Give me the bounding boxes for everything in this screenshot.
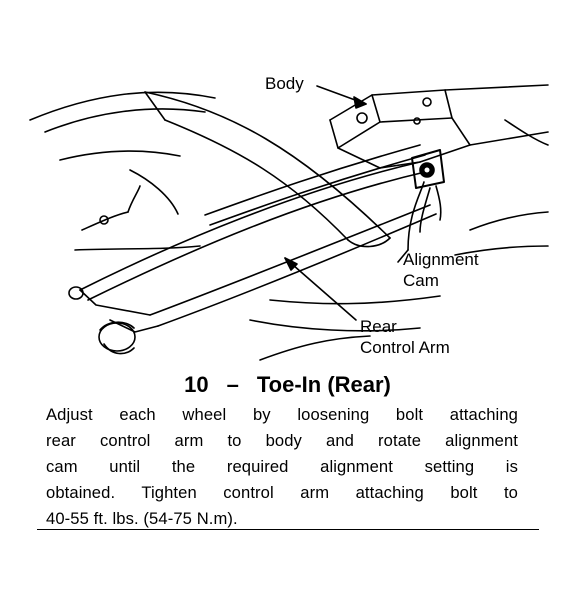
callout-alignment-cam-line1: Alignment	[403, 250, 479, 269]
callout-rear-control-arm-line2: Control Arm	[360, 338, 450, 357]
caption-line-4: obtained. Tighten control arm attaching …	[46, 483, 518, 502]
callout-alignment-cam: Alignment Cam	[403, 249, 479, 291]
rear-control-arm-shape	[79, 161, 437, 333]
bottom-divider	[37, 529, 539, 530]
figure-title: 10–Toe-In (Rear)	[0, 371, 575, 399]
callout-rear-control-arm: Rear Control Arm	[360, 316, 450, 358]
upper-rod	[144, 91, 391, 248]
caption-line-1: Adjust each wheel by loosening bolt atta…	[46, 405, 518, 424]
figure-dash: –	[226, 372, 239, 397]
suspension-illustration	[29, 84, 549, 361]
callout-body: Body	[265, 74, 304, 93]
callout-rear-control-arm-line1: Rear	[360, 317, 397, 336]
brake-line	[81, 185, 141, 231]
body-bracket	[329, 84, 549, 169]
bushing-fitting	[68, 286, 136, 355]
leader-lines	[284, 85, 425, 321]
figure-title-text: Toe-In (Rear)	[256, 372, 391, 397]
figure-caption: Adjust each wheel by loosening bolt atta…	[46, 402, 518, 532]
callout-alignment-cam-line2: Cam	[403, 271, 439, 290]
caption-line-2: rear control arm to body and rotate alig…	[46, 431, 518, 450]
caption-line-3: cam until the required alignment setting…	[46, 457, 518, 476]
floor-pan-contours	[29, 91, 549, 361]
alignment-cam-shape	[411, 149, 445, 233]
figure-number: 10	[184, 372, 209, 397]
caption-line-5: 40-55 ft. lbs. (54-75 N.m).	[46, 509, 238, 528]
upper-rail	[204, 144, 426, 226]
